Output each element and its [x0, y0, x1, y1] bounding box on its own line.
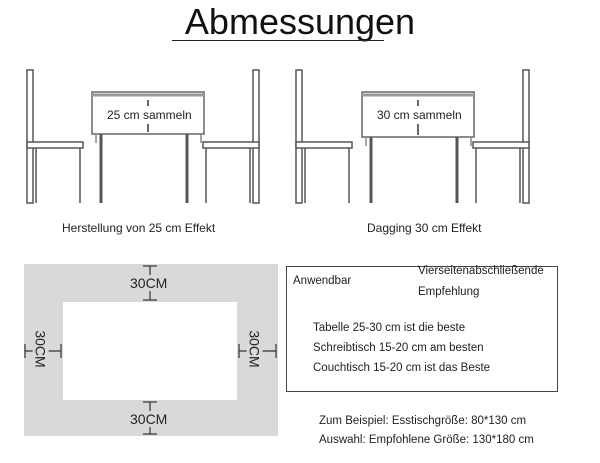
dimension-diagram [24, 264, 278, 436]
dimension-right-label: 30CM [246, 328, 263, 370]
dimension-top-label: 30CM [128, 275, 170, 291]
recommendation-row: Couchtisch 15-20 cm ist das Beste [313, 362, 491, 374]
dimension-bottom-label: 30CM [128, 411, 170, 427]
left-drop-label: 25 cm sammeln [106, 108, 193, 122]
applicable-label: Anwendbar [293, 275, 352, 287]
right-caption: Dagging 30 cm Effekt [367, 221, 482, 235]
right-scene-right-chair [472, 69, 530, 204]
example-line: Zum Beispiel: Esstischgröße: 80*130 cm [319, 415, 527, 427]
example-line: Auswahl: Empfohlene Größe: 130*180 cm [319, 434, 534, 446]
recommendation-row: Tabelle 25-30 cm ist die beste [313, 322, 466, 334]
dimension-left-label: 30CM [32, 328, 49, 370]
title-underline [172, 40, 384, 41]
recommendation-heading-2: Empfehlung [418, 286, 480, 298]
right-scene [295, 69, 530, 204]
right-drop-label: 30 cm sammeln [376, 108, 463, 122]
recommendation-heading-1: Vierseitenabschließende [418, 265, 544, 277]
recommendation-box [286, 266, 558, 392]
recommendation-row: Schreibtisch 15-20 cm am besten [313, 342, 484, 354]
left-scene [26, 69, 260, 204]
page-title: Abmessungen [184, 1, 416, 42]
left-caption: Herstellung von 25 cm Effekt [62, 221, 216, 235]
left-scene-right-chair [202, 69, 260, 204]
left-scene-left-chair [26, 69, 84, 204]
right-scene-left-chair [295, 69, 353, 204]
